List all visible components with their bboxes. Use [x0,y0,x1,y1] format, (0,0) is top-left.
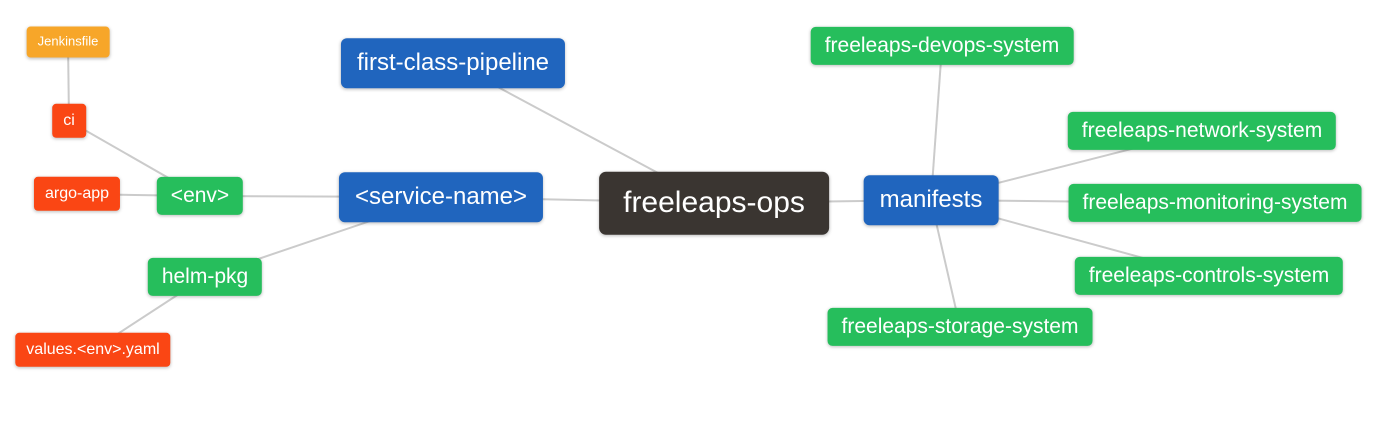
node-freeleaps-network-system[interactable]: freeleaps-network-system [1067,111,1337,151]
node-service-name[interactable]: <service-name> [338,172,544,222]
node-label: values.<env>.yaml [26,340,160,358]
node-label: manifests [879,186,983,214]
node-label: freeleaps-monitoring-system [1082,190,1348,214]
node-freeleaps-devops-system[interactable]: freeleaps-devops-system [810,26,1074,66]
node-first-class-pipeline[interactable]: first-class-pipeline [340,38,566,88]
node-argo-app[interactable]: argo-app [33,176,121,212]
node-freeleaps-storage-system[interactable]: freeleaps-storage-system [827,307,1093,347]
node-label: <service-name> [354,183,528,211]
node-label: freeleaps-storage-system [841,314,1079,338]
node-freeleaps-ops[interactable]: freeleaps-ops [599,171,829,235]
node-values-env-yaml[interactable]: values.<env>.yaml [15,332,171,368]
link-manifests--freeleaps-devops-system [930,45,943,201]
node-helm-pkg[interactable]: helm-pkg [147,257,263,297]
node-label: Jenkinsfile [37,33,99,49]
node-label: freeleaps-network-system [1081,118,1323,142]
node-manifests[interactable]: manifests [863,175,999,225]
node-jenkinsfile[interactable]: Jenkinsfile [26,26,110,58]
node-label: first-class-pipeline [356,49,550,77]
node-label: helm-pkg [161,264,249,288]
node-ci[interactable]: ci [52,103,86,139]
node-freeleaps-monitoring-system[interactable]: freeleaps-monitoring-system [1068,183,1362,223]
node-env[interactable]: <env> [156,176,244,216]
node-label: ci [63,111,75,129]
node-label: freeleaps-devops-system [824,33,1060,57]
node-label: <env> [170,183,230,207]
node-label: freeleaps-ops [623,185,805,219]
node-label: freeleaps-controls-system [1088,263,1330,287]
node-freeleaps-controls-system[interactable]: freeleaps-controls-system [1074,256,1344,296]
node-label: argo-app [44,184,110,202]
